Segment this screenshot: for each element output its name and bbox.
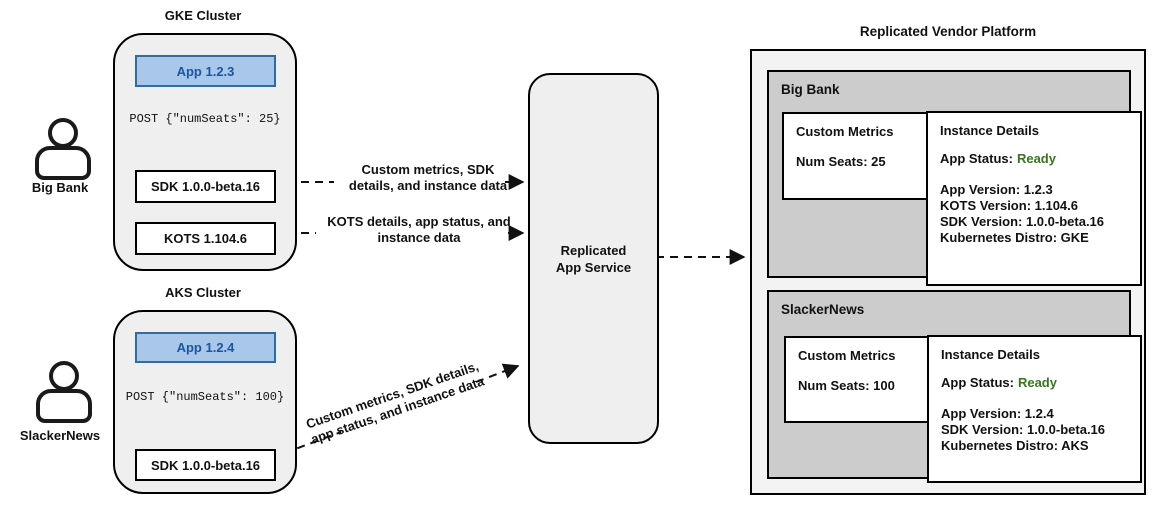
- instance-detail-lines: App Version: 1.2.4 SDK Version: 1.0.0-be…: [941, 406, 1128, 454]
- person-icon: [49, 361, 79, 391]
- app-status-value: Ready: [1016, 151, 1056, 166]
- kubernetes-distro-line: Kubernetes Distro: GKE: [940, 230, 1089, 245]
- num-seats-value: Num Seats: 25: [796, 154, 886, 169]
- instance-details-title: Instance Details: [940, 123, 1039, 138]
- tenant-name: Big Bank: [781, 82, 840, 97]
- person-icon: [36, 389, 92, 423]
- gke-cluster-title: GKE Cluster: [164, 8, 242, 23]
- user-label-slackernews: SlackerNews: [19, 428, 101, 443]
- kubernetes-distro-line: Kubernetes Distro: AKS: [941, 438, 1089, 453]
- custom-metrics-card: Custom Metrics Num Seats: 25: [782, 112, 944, 200]
- custom-metrics-title: Custom Metrics: [798, 348, 896, 363]
- app-status-row: App Status:Ready: [941, 375, 1128, 390]
- tenant-name: SlackerNews: [781, 302, 865, 317]
- person-icon: [48, 118, 78, 148]
- arrow-label-kots-to-service: KOTS details, app status, and instance d…: [327, 214, 511, 245]
- gke-sdk-node: SDK 1.0.0-beta.16: [135, 170, 276, 203]
- instance-details-card: Instance Details App Status:Ready App Ve…: [926, 111, 1142, 286]
- app-status-label: App Status:: [941, 375, 1014, 390]
- replicated-app-service-label: Replicated App Service: [555, 242, 632, 275]
- app-version-line: App Version: 1.2.4: [941, 406, 1054, 421]
- aks-app-node: App 1.2.4: [135, 332, 276, 363]
- kots-version-line: KOTS Version: 1.104.6: [940, 198, 1079, 213]
- app-status-row: App Status:Ready: [940, 151, 1128, 166]
- aks-sdk-node: SDK 1.0.0-beta.16: [135, 449, 276, 481]
- custom-metrics-title: Custom Metrics: [796, 124, 894, 139]
- vendor-platform-title: Replicated Vendor Platform: [859, 24, 1037, 39]
- replicated-app-service-box: Replicated App Service: [528, 73, 659, 444]
- aks-cluster-title: AKS Cluster: [165, 285, 241, 300]
- user-label-big-bank: Big Bank: [31, 180, 89, 195]
- instance-details-card: Instance Details App Status:Ready App Ve…: [927, 335, 1142, 483]
- aks-post-request: POST {"numSeats": 100}: [125, 390, 285, 404]
- arrow-aks-sdk-to-service-right: [475, 363, 520, 383]
- gke-post-request: POST {"numSeats": 25}: [129, 112, 281, 126]
- num-seats-value: Num Seats: 100: [798, 378, 895, 393]
- app-status-value: Ready: [1017, 375, 1057, 390]
- arrow-aks-sdk-to-service-left: [270, 431, 342, 459]
- sdk-version-line: SDK Version: 1.0.0-beta.16: [941, 422, 1106, 437]
- aks-cluster-box: App 1.2.4 POST {"numSeats": 100} SDK 1.0…: [113, 310, 297, 494]
- instance-details-title: Instance Details: [941, 347, 1040, 362]
- app-status-label: App Status:: [940, 151, 1013, 166]
- person-icon: [35, 146, 91, 180]
- custom-metrics-card: Custom Metrics Num Seats: 100: [784, 336, 944, 423]
- instance-detail-lines: App Version: 1.2.3 KOTS Version: 1.104.6…: [940, 182, 1128, 246]
- app-version-line: App Version: 1.2.3: [940, 182, 1053, 197]
- vendor-platform-box: Big Bank Custom Metrics Num Seats: 25 In…: [750, 49, 1146, 495]
- gke-app-node: App 1.2.3: [135, 55, 276, 87]
- tenant-big-bank: Big Bank Custom Metrics Num Seats: 25 In…: [767, 70, 1142, 286]
- gke-cluster-box: App 1.2.3 POST {"numSeats": 25} SDK 1.0.…: [113, 33, 297, 271]
- arrow-label-sdk-to-service: Custom metrics, SDK details, and instanc…: [348, 162, 508, 193]
- tenant-slackernews: SlackerNews Custom Metrics Num Seats: 10…: [767, 290, 1142, 483]
- gke-kots-node: KOTS 1.104.6: [135, 222, 276, 255]
- sdk-version-line: SDK Version: 1.0.0-beta.16: [940, 214, 1105, 229]
